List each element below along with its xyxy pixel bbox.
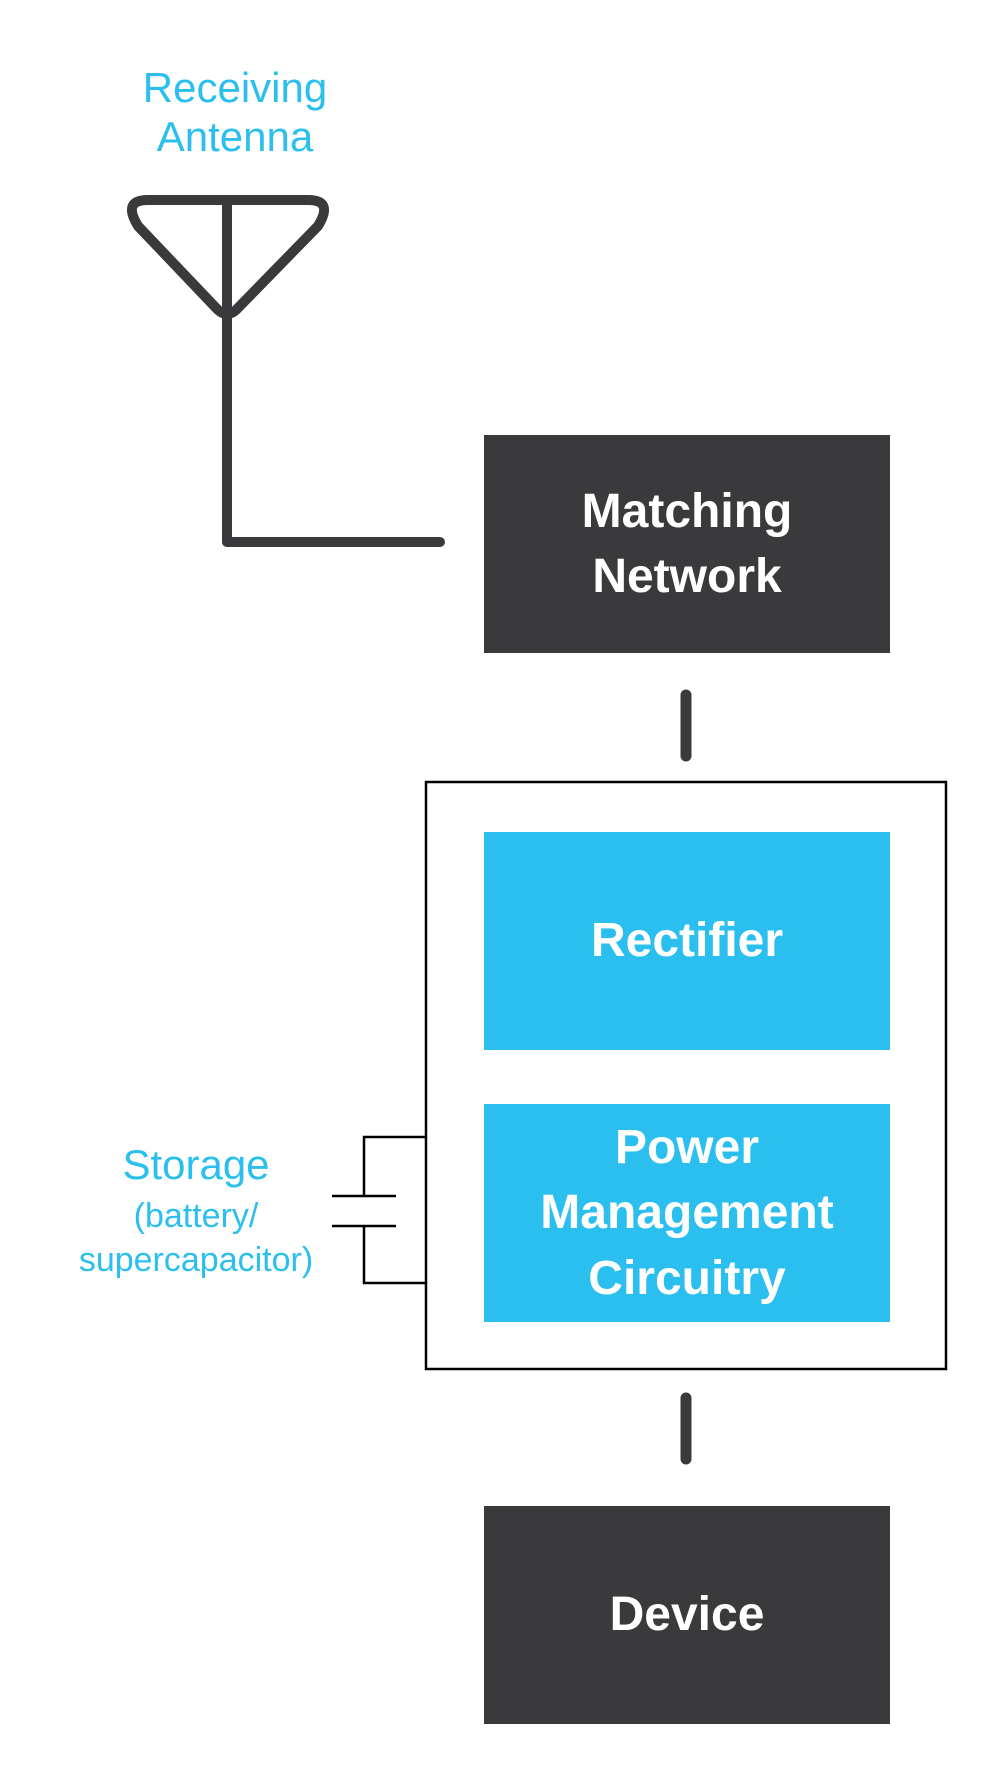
rectifier-block: Rectifier bbox=[484, 832, 890, 1050]
capacitor-icon bbox=[332, 1135, 426, 1285]
device-block: Device bbox=[484, 1506, 890, 1724]
antenna-icon bbox=[126, 195, 445, 547]
rectifier-pmc-enclosure bbox=[424, 780, 948, 1371]
storage-subtitle: (battery/ supercapacitor) bbox=[78, 1196, 314, 1279]
matching-network-block: Matching Network bbox=[484, 435, 890, 653]
antenna-label: Receiving Antenna bbox=[142, 64, 328, 160]
storage-title: Storage bbox=[122, 1141, 270, 1188]
storage-label-group: Storage (battery/ supercapacitor) bbox=[40, 1141, 352, 1282]
power-management-block: Power Management Circuitry bbox=[484, 1104, 890, 1322]
